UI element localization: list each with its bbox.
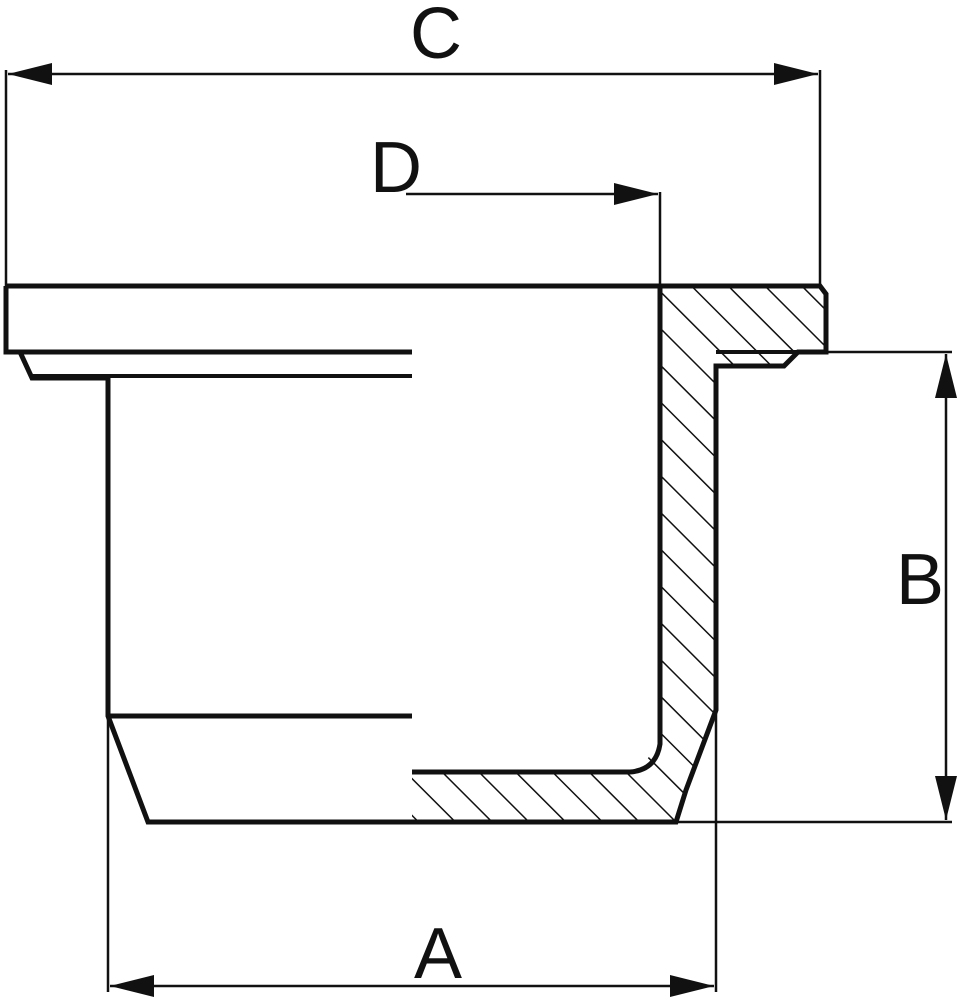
dimension-b-label: B [896,540,944,620]
inner-bore-outline [412,286,663,775]
dimension-c-label: C [410,0,462,74]
dimension-d-label: D [370,128,422,208]
hatched-section-area [412,286,826,822]
bushing-outer-outline [3,283,829,825]
dimension-a-label: A [414,914,462,994]
